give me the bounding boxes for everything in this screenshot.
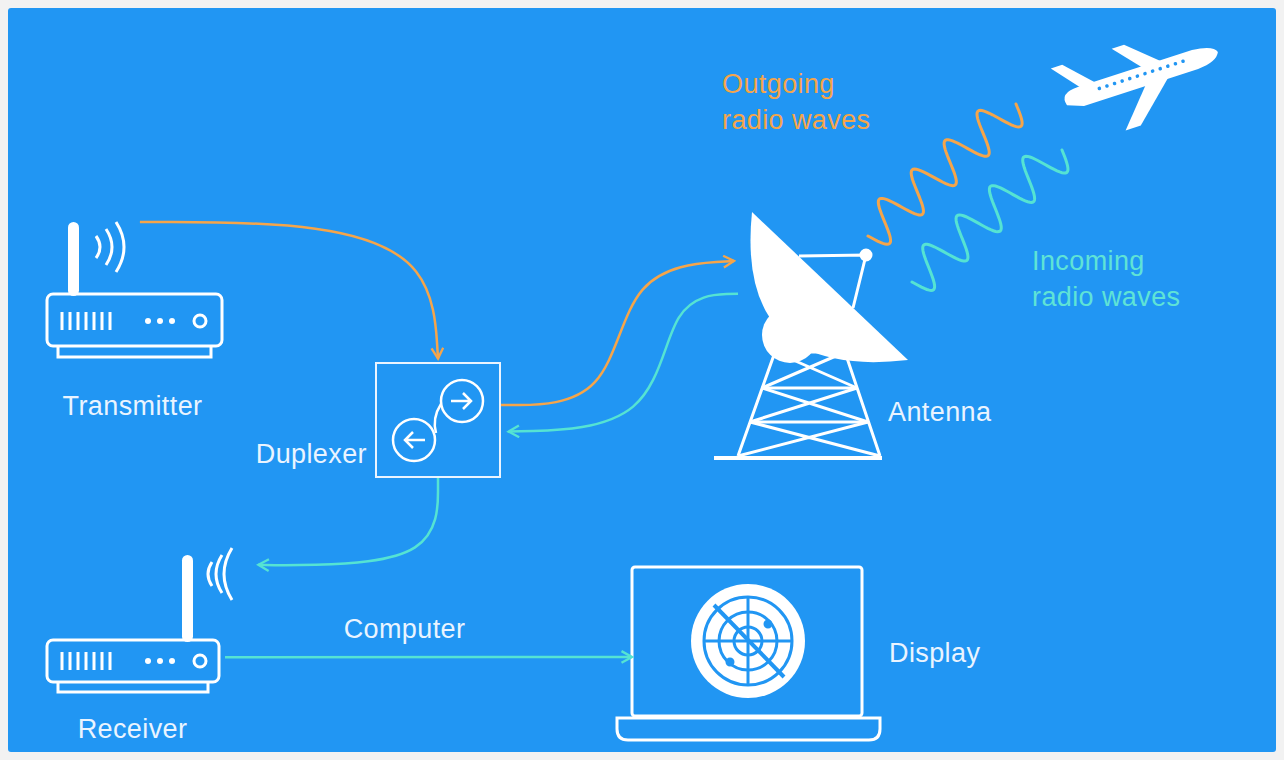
airplane (1062, 43, 1221, 112)
antenna-dish (714, 456, 882, 460)
transmitter-icon (116, 222, 124, 272)
node-label: Receiver (30, 711, 235, 747)
signal-arrow (258, 478, 438, 565)
node-label: Antenna (888, 394, 1038, 430)
signal-arrow (501, 261, 734, 405)
airplane (1051, 57, 1095, 94)
antenna-dish (799, 255, 866, 308)
receiver-icon (47, 548, 232, 692)
transmitter-icon (47, 222, 222, 357)
radar-symbol (704, 597, 792, 685)
antenna-dish (861, 250, 871, 260)
receiver-icon (216, 555, 222, 593)
radar-symbol (704, 597, 792, 685)
antenna-dish (714, 212, 908, 458)
antenna-dish (738, 352, 880, 456)
airplane-windows (1143, 71, 1148, 76)
node-label: Display (889, 635, 1019, 671)
receiver-icon (208, 562, 212, 586)
laptop-icon (617, 718, 880, 740)
receiver-icon (58, 682, 208, 692)
duplexer-symbol (451, 393, 471, 409)
signal-arrow (225, 656, 632, 659)
transmitter-node: Transmitter (40, 222, 225, 362)
wave-label: Outgoing radio waves (722, 66, 882, 138)
receiver-icon (47, 640, 219, 682)
node-label: Transmitter (30, 388, 235, 424)
airplane (1112, 35, 1162, 75)
radar-symbol (704, 597, 792, 685)
airplane-windows (1173, 61, 1178, 66)
receiver-icon (145, 658, 151, 664)
edge-label: Computer (295, 611, 515, 647)
duplexer-symbol (393, 419, 435, 461)
airplane-windows (1135, 74, 1140, 79)
radar-symbol (714, 605, 784, 677)
receiver-icon (182, 555, 193, 642)
transmitter-icon (96, 236, 100, 258)
signal-arrow (140, 222, 438, 359)
radio-wave (868, 104, 1022, 244)
radar-symbol (765, 621, 771, 627)
airplane-windows (1105, 84, 1110, 89)
transmitter-icon (47, 294, 222, 346)
receiver-icon (169, 658, 175, 664)
antenna-node: Antenna (712, 208, 912, 460)
receiver-node: Receiver (40, 555, 225, 695)
antenna-dish (762, 307, 818, 363)
receiver-icon (194, 655, 206, 667)
node-label: Duplexer (219, 436, 367, 472)
transmitter-icon (106, 229, 112, 265)
airplane-windows (1097, 86, 1102, 91)
receiver-icon (157, 658, 163, 664)
airplane-windows (1181, 59, 1186, 64)
signal-arrow (509, 294, 738, 432)
blue-panel (8, 8, 1276, 752)
display-node: Display (632, 565, 862, 717)
radar-symbol (727, 659, 733, 665)
duplexer-symbol (405, 432, 425, 448)
duplexer-symbol (393, 380, 483, 461)
antenna-dish (738, 352, 880, 456)
airplane-windows (1158, 66, 1163, 71)
airplane-windows (1128, 76, 1133, 81)
transmitter-icon (157, 318, 163, 324)
airplane (1051, 18, 1232, 147)
transmitter-icon (62, 312, 110, 330)
radar-symbol (734, 627, 762, 655)
radar-symbol (719, 612, 777, 670)
laptop-icon (632, 567, 862, 716)
transmitter-icon (145, 318, 151, 324)
antenna-dish (750, 212, 908, 362)
laptop-icon (691, 584, 805, 698)
airplane (1114, 76, 1181, 130)
receiver-icon (62, 652, 110, 670)
receiver-icon (224, 548, 232, 600)
duplexer-symbol (435, 404, 441, 433)
airplane-windows (1112, 81, 1117, 86)
duplexer-symbol (441, 380, 483, 422)
duplexer-box: Duplexer (375, 362, 501, 478)
airplane-windows (1166, 64, 1171, 69)
transmitter-icon (68, 222, 79, 296)
transmitter-icon (58, 346, 211, 357)
airplane-windows (1150, 69, 1155, 74)
transmitter-icon (194, 315, 206, 327)
airplane-windows (1097, 59, 1185, 91)
wave-label: Incoming radio waves (1032, 243, 1202, 315)
airplane-windows (1120, 79, 1125, 84)
laptop-icon (617, 567, 880, 740)
transmitter-icon (169, 318, 175, 324)
